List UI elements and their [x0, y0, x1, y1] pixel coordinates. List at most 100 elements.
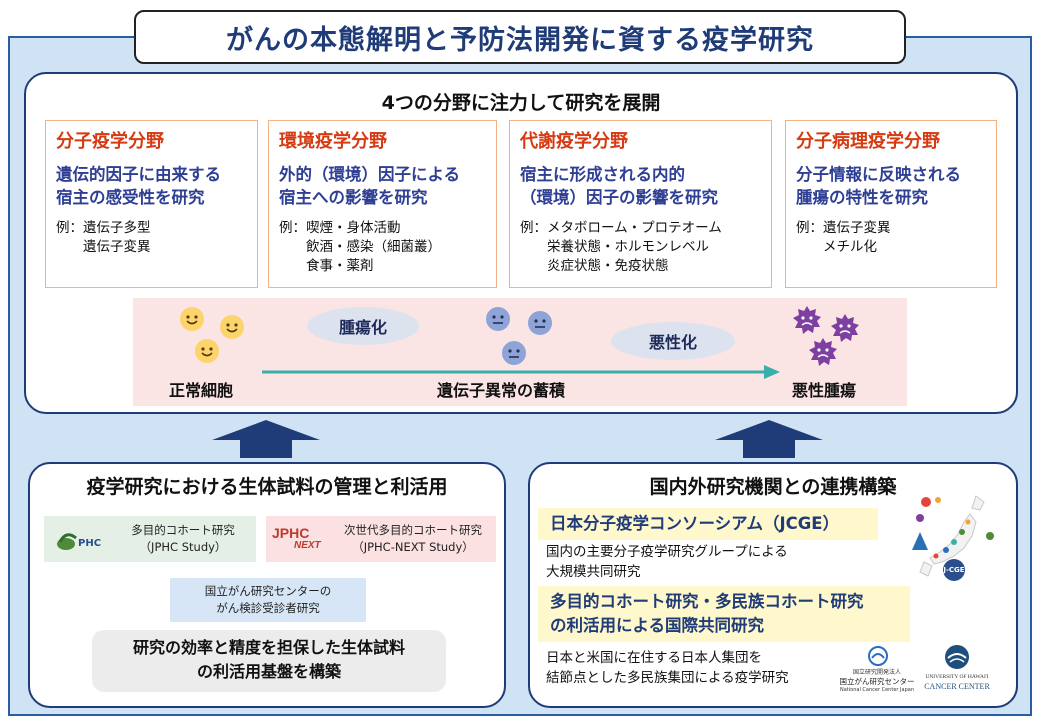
jcge-description-line: 大規模共同研究: [546, 564, 641, 580]
ncc-logo: 国立研究開発法人 国立がん研究センター National Cancer Cent…: [838, 668, 916, 695]
example-item: 炎症状態・免疫状態: [547, 258, 669, 274]
research-fields-heading: 4つの分野に注力して研究を展開: [381, 92, 661, 114]
field-metabolic-epidemiology: 代謝疫学分野 宿主に形成される内的 （環境）因子の影響を研究 例： メタボローム…: [509, 120, 772, 288]
example-item: 食事・薬剤: [306, 258, 374, 274]
field-examples: 例： 喫煙・身体活動 飲酒・感染（細菌叢） 食事・薬剤: [279, 219, 486, 276]
example-prefix: 例：: [279, 220, 306, 236]
normal-cell-icon: [195, 339, 219, 363]
jphc-next-name-en: （JPHC-NEXT Study）: [352, 540, 474, 554]
example-item: メチル化: [823, 239, 877, 255]
jphc-next-name: 次世代多目的コホート研究: [344, 523, 482, 537]
field-description: 宿主に形成される内的 （環境）因子の影響を研究: [520, 163, 761, 209]
screening-cohort-box: 国立がん研究センターの がん検診受診者研究: [170, 578, 366, 622]
malignancy-label: 悪性化: [648, 333, 697, 352]
jphc-next-logo-main: JPHC: [272, 525, 310, 541]
malignancy-step: 悪性化: [611, 322, 735, 360]
screening-cohort-line: 国立がん研究センターの: [204, 584, 332, 598]
page-title: がんの本態解明と予防法開発に資する疫学研究: [134, 10, 906, 64]
collaboration-panel: 国内外研究機関との連携構築: [528, 462, 1018, 708]
jphc-next-logo-sub: NEXT: [294, 540, 321, 551]
international-study-title-line: の利活用による国際共同研究: [550, 616, 765, 635]
field-name: 環境疫学分野: [279, 131, 387, 152]
ncc-logo-icon: [868, 646, 888, 666]
uh-logo-line: UNIVERSITY OF HAWAI'I: [925, 674, 989, 680]
ncc-logo-line: National Cancer Center Japan: [840, 687, 914, 693]
normal-cell-icon: [220, 315, 244, 339]
field-description-line: 宿主に形成される内的: [520, 165, 685, 184]
example-prefix: 例：: [520, 220, 547, 236]
up-arrow-left: [212, 420, 320, 458]
tumorigenesis-label: 腫瘍化: [338, 318, 387, 337]
jphc-name: 多目的コホート研究: [131, 523, 235, 537]
jphc-logo-text: PHC: [78, 538, 101, 549]
gene-abnormality-label: 遺伝子異常の蓄積: [437, 381, 566, 400]
field-description-line: （環境）因子の影響を研究: [520, 188, 718, 207]
example-prefix: 例：: [56, 220, 83, 236]
jcge-title: 日本分子疫学コンソーシアム（JCGE）: [538, 508, 878, 540]
international-study-description-line: 日本と米国に在住する日本人集団を: [546, 650, 762, 666]
cancer-cell-icon: [831, 314, 859, 342]
summary-line: 研究の効率と精度を担保した生体試料: [132, 638, 405, 657]
abnormal-cell-icon: [486, 307, 510, 331]
malignant-tumor-label: 悪性腫瘍: [792, 381, 857, 400]
example-prefix: 例：: [796, 220, 823, 236]
international-study-title-line: 多目的コホート研究・多民族コホート研究: [550, 592, 864, 611]
example-item: 遺伝子変異: [83, 239, 151, 255]
field-description-line: 遺伝的因子に由来する: [56, 165, 221, 184]
field-name: 代謝疫学分野: [520, 131, 628, 152]
field-description-line: 外的（環境）因子による: [279, 165, 461, 184]
field-examples: 例： 遺伝子多型 遺伝子変異: [56, 219, 247, 257]
uh-logo: UNIVERSITY OF HAWAI'I CANCER CENTER: [918, 672, 996, 692]
field-molecular-pathological-epidemiology: 分子病理疫学分野 分子情報に反映される 腫瘍の特性を研究 例： 遺伝子変異 メチ…: [785, 120, 997, 288]
field-description-line: 宿主への影響を研究: [279, 188, 428, 207]
abnormal-cell-icon: [528, 311, 552, 335]
progression-arrow: [262, 365, 780, 379]
field-description-line: 分子情報に反映される: [796, 165, 961, 184]
ncc-logo-line: 国立がん研究センター: [839, 677, 915, 686]
international-study-description-line: 結節点とした多民族集団による疫学研究: [546, 670, 789, 686]
example-item: 飲酒・感染（細菌叢）: [306, 239, 441, 255]
field-name: 分子病理疫学分野: [796, 131, 940, 152]
summary-line: の利活用基盤を構築: [196, 662, 341, 681]
international-study-description: 日本と米国に在住する日本人集団を 結節点とした多民族集団による疫学研究: [546, 648, 789, 688]
field-description: 遺伝的因子に由来する 宿主の感受性を研究: [56, 163, 247, 209]
field-description-line: 宿主の感受性を研究: [56, 188, 205, 207]
page-title-text: がんの本態解明と予防法開発に資する疫学研究: [226, 24, 814, 56]
abnormal-cell-icon: [502, 341, 526, 365]
japan-map-icon: [912, 495, 994, 581]
tumorigenesis-step: 腫瘍化: [307, 307, 419, 345]
jphc-study-box: PHC 多目的コホート研究 （JPHC Study）: [44, 516, 256, 562]
uh-logo-line: CANCER CENTER: [924, 682, 990, 691]
normal-cell-icon: [180, 307, 204, 331]
uh-logo-icon: [945, 645, 969, 669]
jphc-next-box: JPHC NEXT 次世代多目的コホート研究 （JPHC-NEXT Study）: [266, 516, 496, 562]
example-item: メタボローム・プロテオーム: [547, 220, 722, 236]
example-item: 栄養状態・ホルモンレベル: [547, 239, 709, 255]
biospecimen-summary: 研究の効率と精度を担保した生体試料 の利活用基盤を構築: [92, 630, 446, 692]
ncc-logo-line: 国立研究開発法人: [852, 669, 901, 676]
jphc-next-logo-icon: JPHC NEXT: [272, 522, 330, 556]
field-description-line: 腫瘍の特性を研究: [796, 188, 928, 207]
jcge-description-line: 国内の主要分子疫学研究グループによる: [546, 544, 788, 560]
field-environmental-epidemiology: 環境疫学分野 外的（環境）因子による 宿主への影響を研究 例： 喫煙・身体活動 …: [268, 120, 497, 288]
field-examples: 例： メタボローム・プロテオーム 栄養状態・ホルモンレベル 炎症状態・免疫状態: [520, 219, 761, 276]
biospecimen-heading: 疫学研究における生体試料の管理と利活用: [86, 476, 448, 498]
jphc-name-en: （JPHC Study）: [139, 540, 227, 554]
example-item: 遺伝子多型: [83, 220, 151, 236]
international-study-title: 多目的コホート研究・多民族コホート研究 の利活用による国際共同研究: [538, 586, 910, 642]
field-name: 分子疫学分野: [56, 131, 164, 152]
field-description: 分子情報に反映される 腫瘍の特性を研究: [796, 163, 986, 209]
cancer-cell-icon: [809, 338, 837, 366]
field-molecular-epidemiology: 分子疫学分野 遺伝的因子に由来する 宿主の感受性を研究 例： 遺伝子多型 遺伝子…: [45, 120, 258, 288]
normal-cell-label: 正常細胞: [169, 381, 234, 400]
cancer-cell-icon: [793, 306, 821, 334]
jcge-description: 国内の主要分子疫学研究グループによる 大規模共同研究: [546, 542, 788, 582]
example-item: 遺伝子変異: [823, 220, 891, 236]
screening-cohort-line: がん検診受診者研究: [216, 601, 320, 615]
field-examples: 例： 遺伝子変異 メチル化: [796, 219, 986, 257]
jphc-logo-icon: PHC: [57, 533, 101, 550]
up-arrow-right: [715, 420, 823, 458]
example-item: 喫煙・身体活動: [306, 220, 401, 236]
field-description: 外的（環境）因子による 宿主への影響を研究: [279, 163, 486, 209]
collaboration-heading: 国内外研究機関との連携構築: [649, 476, 897, 498]
